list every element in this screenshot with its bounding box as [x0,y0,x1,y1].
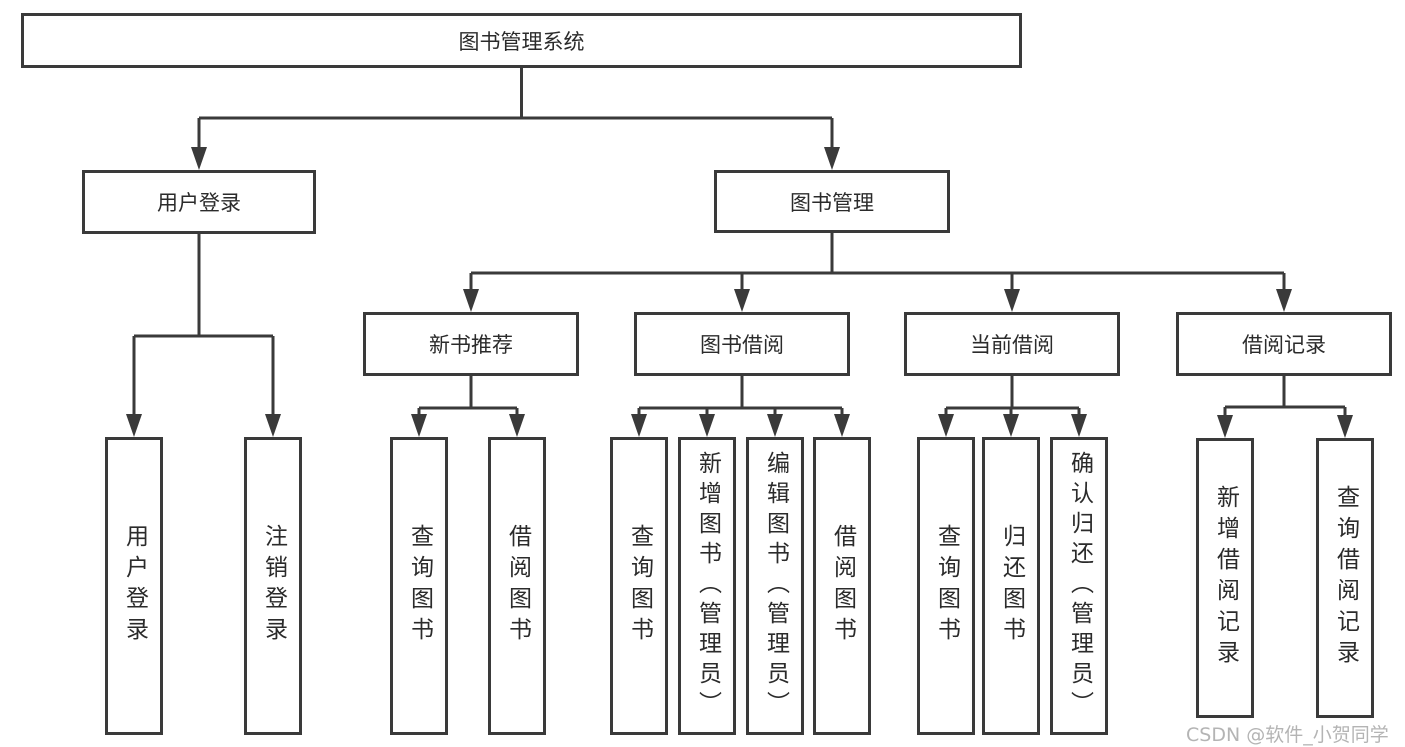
leaf-return-books: 归还图书 [982,437,1040,735]
leaf-query-books-recommend: 查询图书 [390,437,448,735]
node-library-management-system: 图书管理系统 [21,13,1022,68]
node-book-management: 图书管理 [714,170,950,233]
arrowhead-icon [509,414,525,437]
leaf-edit-books-admin: 编辑图书（管理员） [746,437,804,735]
node-label: 用户登录 [157,191,241,215]
arrowhead-icon [126,414,142,437]
node-label: 确认归还（管理员） [1066,451,1093,721]
leaf-borrow-books-recommend: 借阅图书 [488,437,546,735]
node-label: 借阅图书 [829,524,856,648]
node-label: 图书管理 [790,190,874,215]
arrowhead-icon [699,414,715,437]
arrowhead-icon [191,147,207,170]
arrowhead-icon [767,414,783,437]
arrowhead-icon [938,414,954,437]
node-label: 借阅记录 [1242,333,1326,357]
leaf-query-books-borrowing: 查询图书 [610,437,668,735]
leaf-add-books-admin: 新增图书（管理员） [678,437,736,735]
node-label: 用户登录 [121,524,148,648]
leaf-confirm-return-admin: 确认归还（管理员） [1050,437,1108,735]
arrowhead-icon [1276,289,1292,312]
node-borrowing-records: 借阅记录 [1176,312,1392,376]
node-label: 图书管理系统 [458,29,585,54]
arrowhead-icon [1003,414,1019,437]
node-label: 查询图书 [626,524,653,648]
arrowhead-icon [734,289,750,312]
node-label: 查询图书 [406,524,433,648]
arrowhead-icon [411,414,427,437]
arrowhead-icon [265,414,281,437]
arrowhead-icon [1071,414,1087,437]
node-label: 新增借阅记录 [1212,485,1239,671]
node-user-login: 用户登录 [82,170,316,234]
leaf-borrow-books-borrowing: 借阅图书 [813,437,871,735]
node-label: 归还图书 [998,524,1025,648]
node-label: 新书推荐 [429,333,513,357]
node-new-book-recommend: 新书推荐 [363,312,579,376]
arrowhead-icon [1337,415,1353,438]
node-label: 当前借阅 [970,333,1054,357]
arrowhead-icon [834,414,850,437]
node-label: 注销登录 [260,524,287,648]
leaf-user-login: 用户登录 [105,437,163,735]
node-label: 图书借阅 [700,333,784,357]
arrowhead-icon [463,289,479,312]
leaf-logout-login: 注销登录 [244,437,302,735]
arrowhead-icon [1004,289,1020,312]
node-label: 查询借阅记录 [1332,485,1359,671]
arrowhead-icon [1217,415,1233,438]
node-book-borrowing: 图书借阅 [634,312,850,376]
arrowhead-icon [631,414,647,437]
arrowhead-icon [824,147,840,170]
node-label: 查询图书 [933,524,960,648]
node-label: 编辑图书（管理员） [762,451,789,721]
csdn-watermark: CSDN @软件_小贺同学 [1186,724,1389,746]
leaf-query-books-current: 查询图书 [917,437,975,735]
node-label: 新增图书（管理员） [694,451,721,721]
node-label: 借阅图书 [504,524,531,648]
leaf-add-borrow-record: 新增借阅记录 [1196,438,1254,718]
leaf-query-borrow-record: 查询借阅记录 [1316,438,1374,718]
node-current-borrowing: 当前借阅 [904,312,1120,376]
